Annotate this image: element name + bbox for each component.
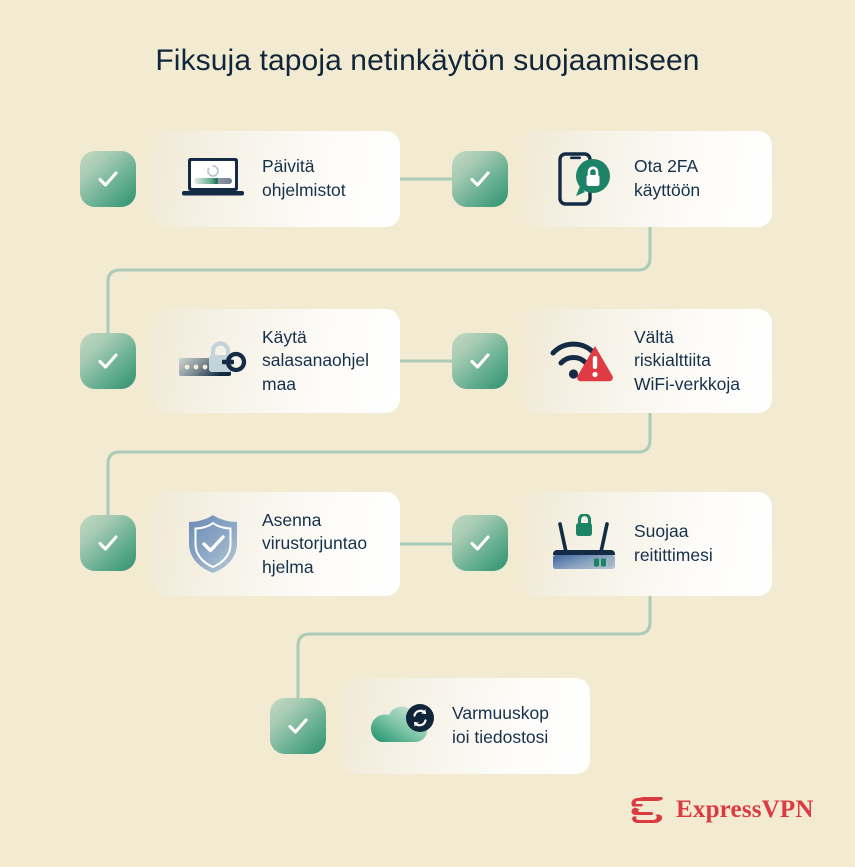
check-icon <box>98 535 118 551</box>
check-icon <box>470 353 490 369</box>
step-label-install-antivirus: Asenna virustorjuntao hjelma <box>262 509 368 577</box>
step-label-backup-files: Varmuuskop ioi tiedostosi <box>452 703 549 747</box>
shield-check-icon <box>176 512 250 576</box>
cloud-sync-icon <box>366 694 440 758</box>
step-label-update-software: Päivitä ohjelmistot <box>262 156 346 200</box>
step-card-install-antivirus[interactable]: Asenna virustorjuntao hjelma <box>152 492 400 596</box>
step-checkbox-install-antivirus[interactable] <box>80 515 136 571</box>
password-key-icon <box>176 329 250 393</box>
step-label-use-password-manager: Käytä salasanaohjel maa <box>262 326 370 394</box>
check-icon <box>470 535 490 551</box>
step-card-use-password-manager[interactable]: Käytä salasanaohjel maa <box>152 309 400 413</box>
step-checkbox-secure-router[interactable] <box>452 515 508 571</box>
check-icon <box>470 171 490 187</box>
check-icon <box>98 353 118 369</box>
check-icon <box>98 171 118 187</box>
step-label-avoid-risky-wifi: Vältä riskialttiita WiFi-verkkoja <box>634 326 740 394</box>
expressvpn-logo-text: ExpressVPN <box>676 796 814 823</box>
wifi-warning-icon <box>548 329 622 393</box>
step-checkbox-update-software[interactable] <box>80 151 136 207</box>
step-label-secure-router: Suojaa reitittimesi <box>634 521 713 565</box>
step-card-avoid-risky-wifi[interactable]: Vältä riskialttiita WiFi-verkkoja <box>524 309 772 413</box>
step-card-backup-files[interactable]: Varmuuskop ioi tiedostosi <box>342 678 590 774</box>
expressvpn-logo-mark <box>631 797 663 823</box>
step-checkbox-use-password-manager[interactable] <box>80 333 136 389</box>
step-card-update-software[interactable]: Päivitä ohjelmistot <box>152 131 400 227</box>
laptop-update-icon <box>176 147 250 211</box>
step-checkbox-avoid-risky-wifi[interactable] <box>452 333 508 389</box>
step-card-enable-2fa[interactable]: Ota 2FA käyttöön <box>524 131 772 227</box>
step-checkbox-enable-2fa[interactable] <box>452 151 508 207</box>
phone-lock-icon <box>548 147 622 211</box>
step-checkbox-backup-files[interactable] <box>270 698 326 754</box>
router-lock-icon <box>548 512 622 576</box>
expressvpn-logo: ExpressVPN <box>629 793 814 827</box>
step-label-enable-2fa: Ota 2FA käyttöön <box>634 156 701 200</box>
step-card-secure-router[interactable]: Suojaa reitittimesi <box>524 492 772 596</box>
page-title: Fiksuja tapoja netinkäytön suojaamiseen <box>155 44 700 77</box>
check-icon <box>288 718 308 734</box>
